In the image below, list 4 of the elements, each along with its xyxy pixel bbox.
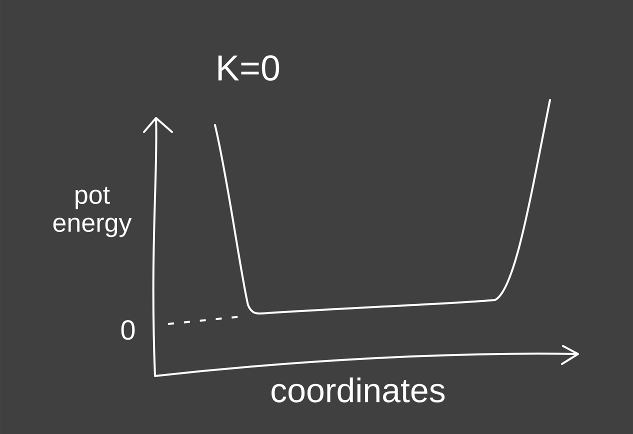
title-label: K=0 [218, 55, 280, 81]
axis-label: coordinates [272, 378, 445, 402]
tick-label: 0 [121, 320, 135, 340]
axis-label: pot energy [53, 186, 132, 238]
